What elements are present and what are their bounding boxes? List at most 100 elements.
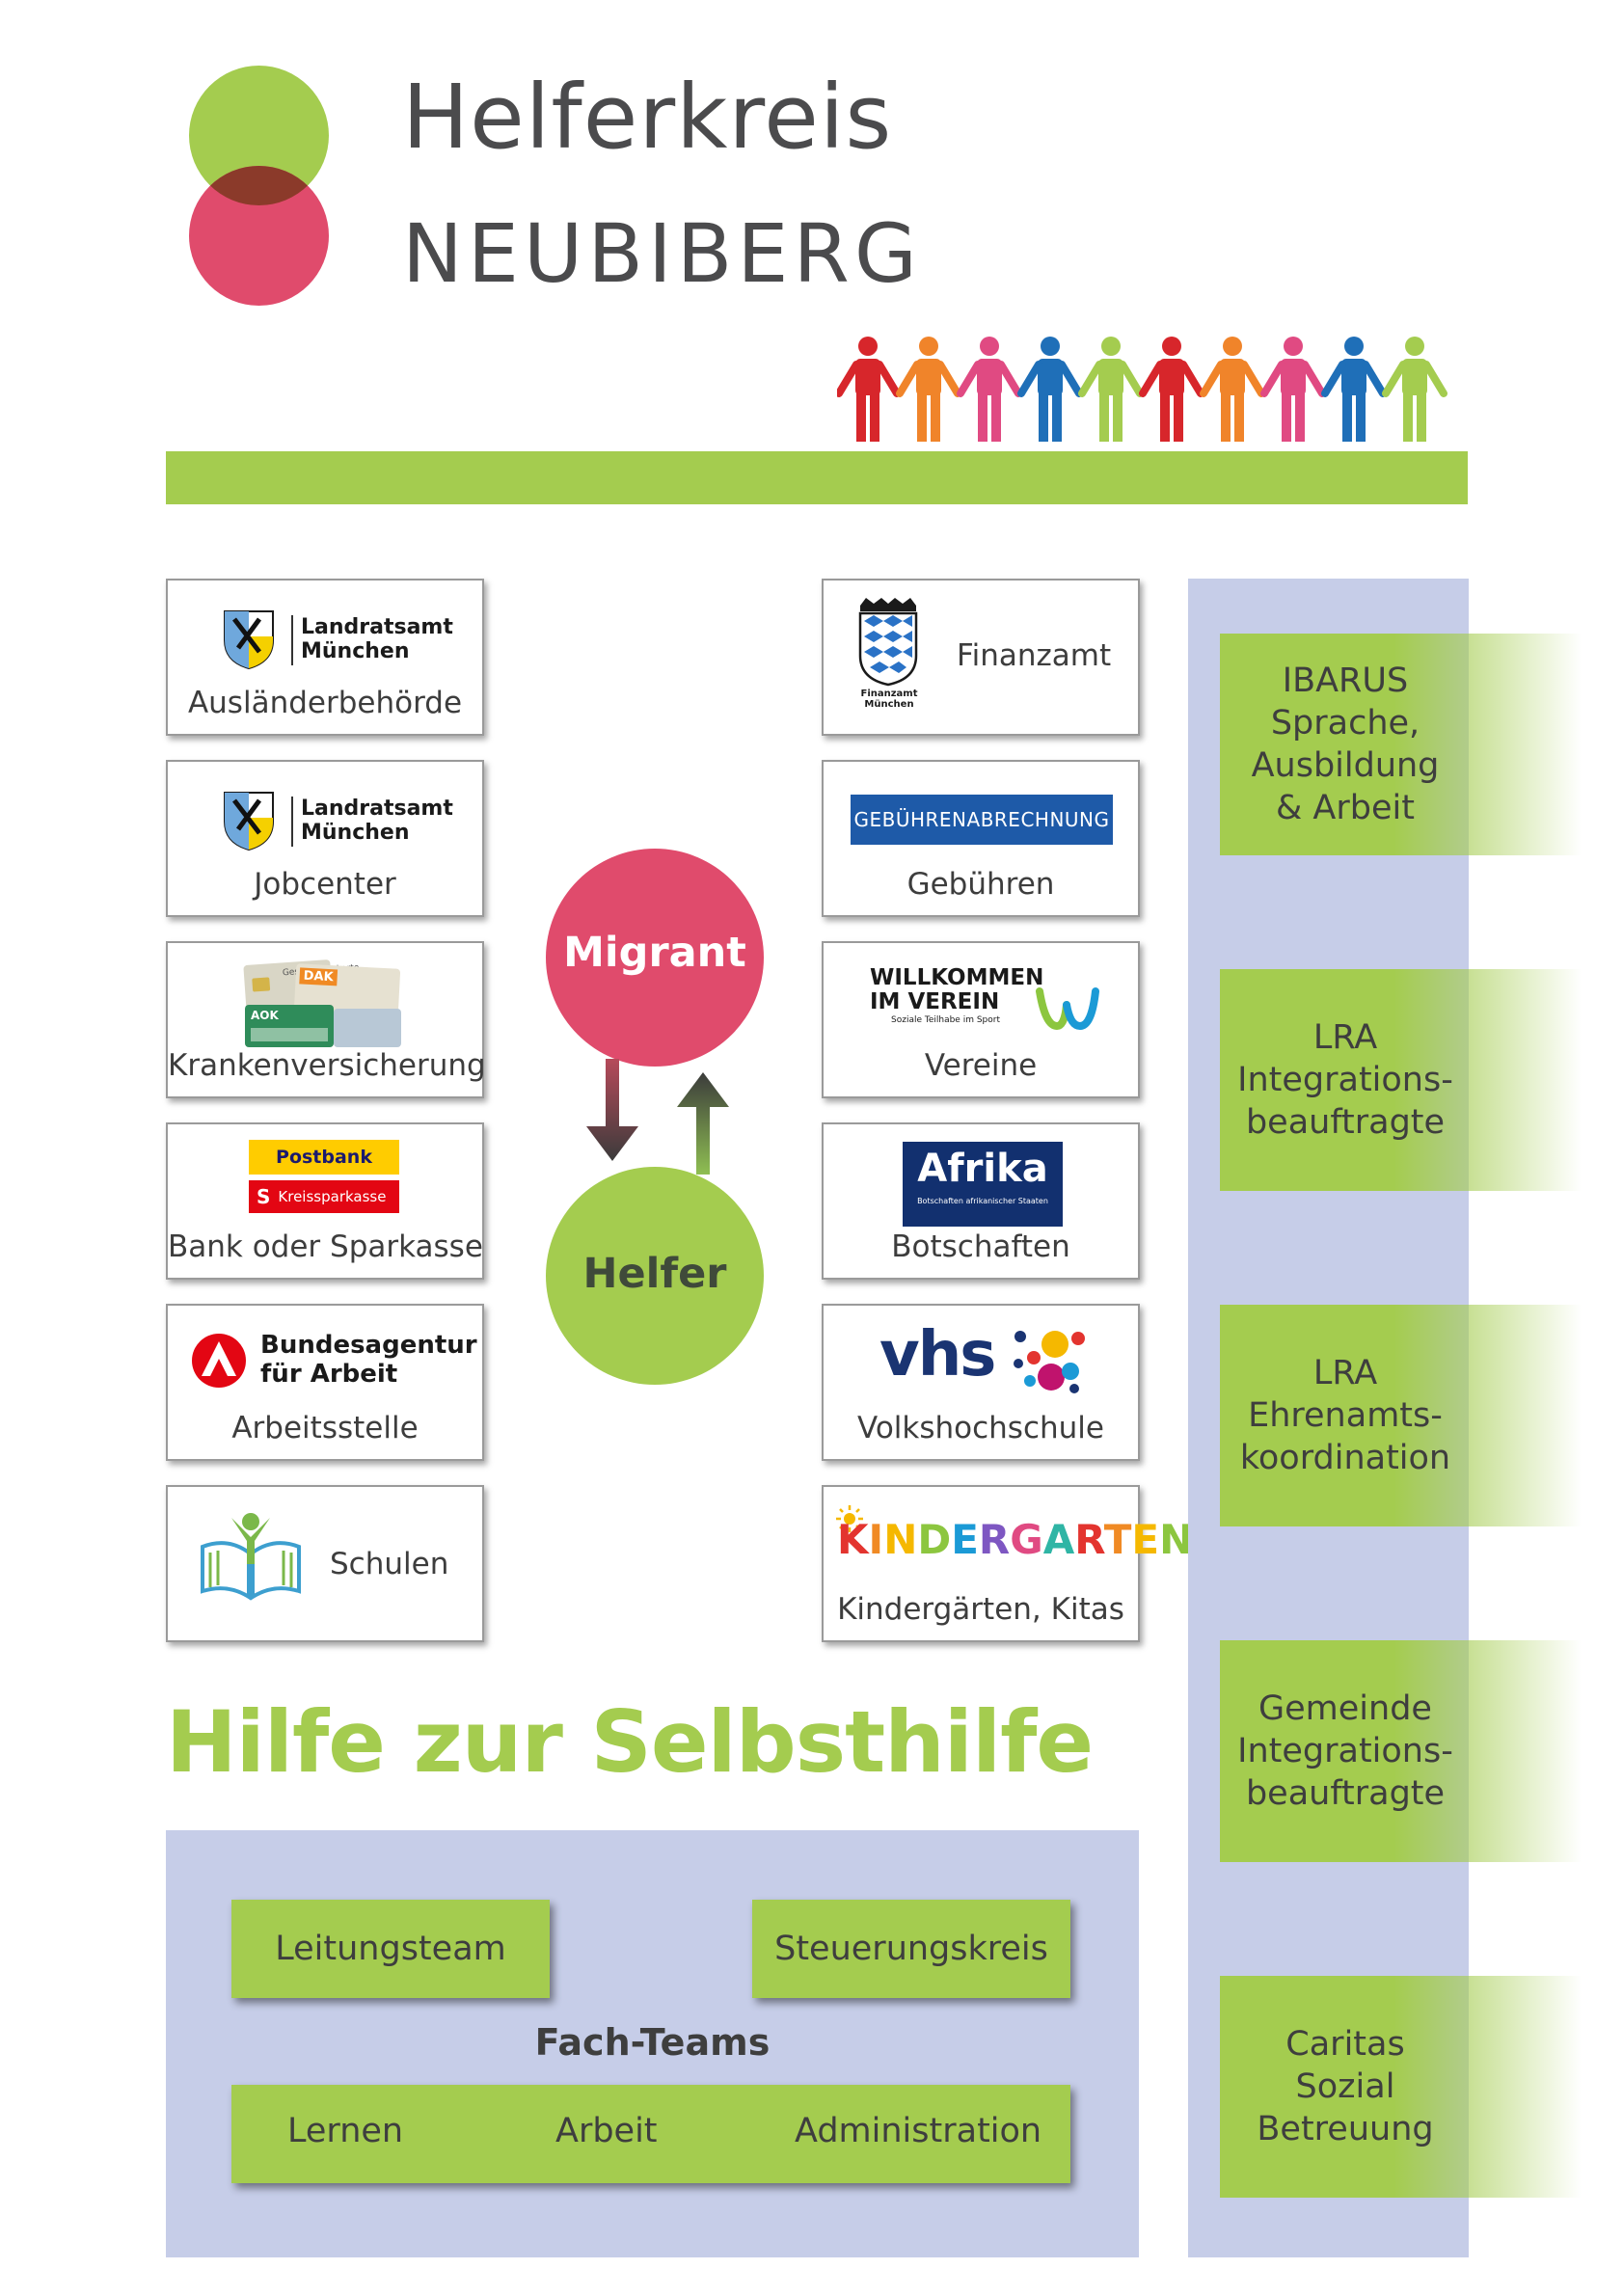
logo-text-line2: München xyxy=(301,821,410,845)
logo-letter: R xyxy=(978,1516,1011,1563)
logo-divider xyxy=(291,615,293,665)
people-chain-illustration xyxy=(837,337,1447,442)
partner-gemeinde-integrationsbeauftragte[interactable]: Gemeinde Integrations- beauftragte xyxy=(1220,1640,1582,1862)
partner-caritas[interactable]: Caritas Sozial Betreuung xyxy=(1220,1976,1582,2198)
partner-text-line: LRA xyxy=(1312,1354,1378,1392)
header-divider-bar xyxy=(166,451,1468,504)
logo-text-line1: WILLKOMMEN xyxy=(870,965,1044,990)
person-figure xyxy=(1017,337,1083,442)
logo-letter: G xyxy=(1010,1516,1043,1563)
service-arbeitsstelle[interactable]: Bundesagentur für Arbeit Arbeitsstelle xyxy=(166,1304,484,1461)
service-bank-sparkasse[interactable]: Postbank S Kreissparkasse Bank oder Spar… xyxy=(166,1122,484,1280)
service-label: Ausländerbehörde xyxy=(187,686,463,720)
service-label: Arbeitsstelle xyxy=(231,1411,419,1445)
logo-letter: R xyxy=(1074,1516,1104,1563)
partner-ibarus[interactable]: IBARUS Sprache, Ausbildung & Arbeit xyxy=(1220,634,1582,855)
service-kindergaerten[interactable]: KINDERGARTEN Kindergärten, Kitas xyxy=(822,1485,1193,1642)
logo-letter: K xyxy=(837,1516,869,1563)
logo-overlap xyxy=(189,166,329,205)
fach-team-lernen[interactable]: Lernen xyxy=(287,2112,404,2150)
postbank-text: Postbank xyxy=(276,1147,372,1168)
vhs-logo-text: vhs xyxy=(879,1319,996,1391)
steuerungskreis-button[interactable]: Steuerungskreis xyxy=(752,1900,1070,1998)
partner-text-line: beauftragte xyxy=(1245,1103,1446,1142)
person-figure xyxy=(1382,337,1447,442)
vhs-dots-icon xyxy=(1014,1331,1085,1393)
card-brand: DAK xyxy=(299,967,338,986)
service-finanzamt[interactable]: Finanzamt München Finanzamt xyxy=(822,579,1140,736)
bundesagentur-icon xyxy=(192,1334,246,1388)
partner-text-line: & Arbeit xyxy=(1276,789,1415,827)
helfer-label: Helfer xyxy=(582,1250,727,1298)
logo-letter: A xyxy=(1042,1516,1075,1563)
bavaria-crest-icon xyxy=(224,792,274,851)
partner-text-line: Gemeinde xyxy=(1258,1689,1432,1728)
fach-team-administration[interactable]: Administration xyxy=(795,2112,1042,2150)
fach-teams-bar: Lernen Arbeit Administration xyxy=(231,2085,1070,2183)
service-label: Finanzamt xyxy=(957,638,1112,673)
service-krankenversicherung[interactable]: Gesundheitskarte DAK AOK Krankenversiche… xyxy=(166,941,486,1098)
logo-letter: I xyxy=(868,1516,884,1563)
person-figure xyxy=(896,337,961,442)
fach-team-arbeit[interactable]: Arbeit xyxy=(555,2112,658,2150)
service-botschaften[interactable]: Afrika Botschaften afrikanischer Staaten… xyxy=(822,1122,1140,1280)
service-label: Vereine xyxy=(924,1048,1038,1083)
leitungsteam-label: Leitungsteam xyxy=(275,1930,506,1968)
service-volkshochschule[interactable]: vhs Volkshochschule xyxy=(822,1304,1140,1461)
app-subtitle: NEUBIBERG xyxy=(402,206,922,301)
service-label: Kindergärten, Kitas xyxy=(837,1592,1124,1627)
service-schulen[interactable]: Schulen xyxy=(166,1485,484,1642)
logo-letter: N xyxy=(1159,1516,1194,1563)
verein-w-logo-icon xyxy=(1036,987,1099,1031)
partner-text-line: Betreuung xyxy=(1257,2110,1434,2148)
steuerungskreis-label: Steuerungskreis xyxy=(774,1930,1048,1968)
partner-text-line: Caritas xyxy=(1285,2025,1405,2064)
partner-text-line: LRA xyxy=(1312,1018,1378,1057)
logo-text-line2: München xyxy=(301,639,410,663)
slogan-heading: Hilfe zur Selbsthilfe xyxy=(166,1692,1094,1792)
service-label: Krankenversicherung xyxy=(168,1048,486,1083)
health-cards-image: Gesundheitskarte DAK AOK xyxy=(243,959,401,1047)
sparkasse-text: Kreissparkasse xyxy=(278,1188,387,1205)
service-gebuehren[interactable]: GEBÜHRENABRECHNUNG Gebühren xyxy=(822,760,1140,917)
person-figure xyxy=(1260,337,1326,442)
kindergarten-logo-text: KINDERGARTEN xyxy=(837,1516,1193,1563)
leitungsteam-button[interactable]: Leitungsteam xyxy=(231,1900,550,1998)
partner-text-line: Sozial xyxy=(1295,2067,1395,2106)
service-auslaenderbehoerde[interactable]: Landratsamt München Ausländerbehörde xyxy=(166,579,484,736)
gebuehren-logo-text: GEBÜHRENABRECHNUNG xyxy=(853,808,1110,831)
partner-text-line: Sprache, xyxy=(1270,704,1420,743)
partner-text-line: Integrations- xyxy=(1237,1732,1453,1770)
gebuehren-logo: GEBÜHRENABRECHNUNG xyxy=(851,795,1113,845)
partner-lra-integrationsbeauftragte[interactable]: LRA Integrations- beauftragte xyxy=(1220,969,1582,1191)
logo-letter: N xyxy=(883,1516,918,1563)
service-label: Jobcenter xyxy=(254,867,396,902)
service-vereine[interactable]: WILLKOMMEN IM VEREIN Soziale Teilhabe im… xyxy=(822,941,1140,1098)
arrow-down-icon xyxy=(586,1059,638,1161)
open-book-icon xyxy=(201,1513,301,1601)
bavaria-crest-icon xyxy=(224,610,274,670)
partner-text-line: beauftragte xyxy=(1245,1774,1446,1813)
person-figure xyxy=(1078,337,1144,442)
service-jobcenter[interactable]: Landratsamt München Jobcenter xyxy=(166,760,484,917)
partner-text-line: koordination xyxy=(1239,1439,1451,1477)
app-title: Helferkreis xyxy=(402,66,893,169)
sparkasse-logo: S Kreissparkasse xyxy=(249,1180,399,1213)
logo-text-line1: Landratsamt xyxy=(301,797,453,821)
partner-lra-ehrenamtskoordination[interactable]: LRA Ehrenamts- koordination xyxy=(1220,1305,1582,1526)
logo-divider xyxy=(291,797,293,847)
logo-text-line1: Landratsamt xyxy=(301,615,453,639)
helfer-circle: Helfer xyxy=(546,1167,764,1385)
logo-letter: D xyxy=(917,1516,952,1563)
afrika-logo-title: Afrika xyxy=(917,1147,1048,1191)
partner-text-line: Integrations- xyxy=(1237,1061,1453,1099)
logo-text-line1: Bundesagentur xyxy=(260,1331,477,1360)
logo-text-line2: für Arbeit xyxy=(260,1360,398,1389)
logo-text-line2: IM VEREIN xyxy=(870,989,1000,1014)
migrant-label: Migrant xyxy=(563,929,746,977)
bavaria-coat-of-arms-icon xyxy=(858,598,918,687)
partner-text-line: Ausbildung xyxy=(1251,746,1440,785)
logo-text-line3: Soziale Teilhabe im Sport xyxy=(891,1015,1000,1025)
fach-teams-title: Fach-Teams xyxy=(534,2021,771,2064)
service-label: Gebühren xyxy=(906,867,1055,902)
